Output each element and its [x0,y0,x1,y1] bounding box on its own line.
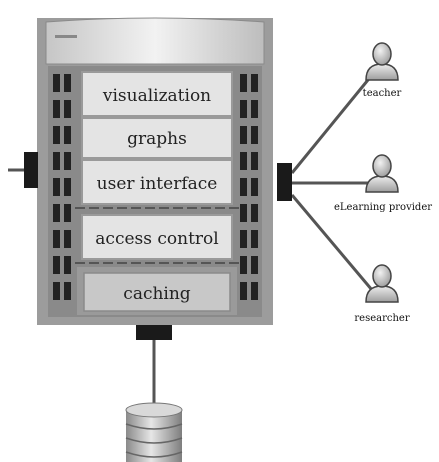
server-header-slot [55,35,77,38]
layer-graphs-box [81,117,233,159]
layer-stack: visualization graphs user interface acce… [75,71,240,315]
port-right [277,163,292,201]
vents-right [240,74,258,300]
port-left [24,152,38,188]
user-icon [365,42,399,81]
actor-teacher-label: teacher [363,88,402,99]
actor-researcher: researcher [354,264,410,324]
server: visualization graphs user interface acce… [24,17,292,340]
vents-left [53,74,71,300]
layer-access-control-box [81,214,233,260]
layer-user-interface: user interface [97,174,218,194]
actor-elearning-provider: eLearning provider [334,154,432,213]
layer-visualization-box [81,71,233,117]
actor-teacher: teacher [363,42,402,99]
user-icon [365,154,399,193]
layer-caching-box [83,272,231,312]
layer-user-interface-box [81,159,233,205]
layer-access-control: access control [95,229,218,249]
connectors [8,74,374,405]
server-header [45,17,265,65]
layer-graphs: graphs [127,129,187,149]
layer-caching: caching [123,284,191,304]
user-icon [365,264,399,303]
layer-visualization: visualization [102,86,211,106]
connector-teacher [290,74,374,174]
actor-elearning-provider-label: eLearning provider [334,202,432,213]
connector-researcher [290,194,374,291]
port-bottom [136,325,172,340]
database-icon [125,402,183,462]
actor-researcher-label: researcher [354,313,409,324]
